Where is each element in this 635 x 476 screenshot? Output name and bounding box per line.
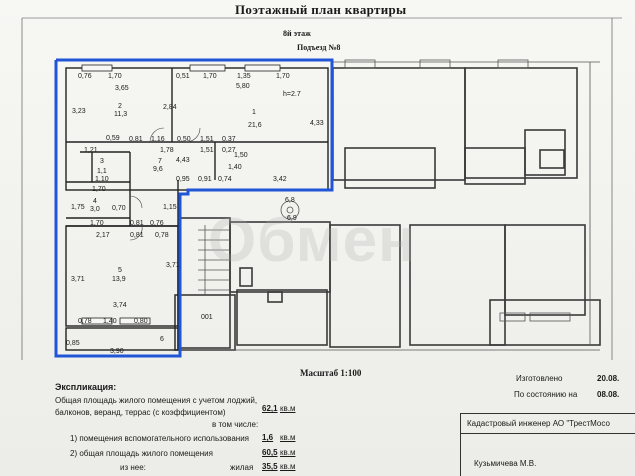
unit: кв.м bbox=[280, 433, 296, 442]
state-label: По состоянию на bbox=[514, 390, 578, 399]
unit: кв.м bbox=[280, 448, 296, 457]
living-area-value: 35,5 bbox=[262, 462, 278, 471]
dim: 0,76 bbox=[150, 220, 164, 227]
unit: кв.м bbox=[280, 404, 296, 413]
room-001-num: 001 bbox=[201, 314, 213, 321]
incl-label: в том числе: bbox=[212, 420, 259, 429]
floor-label: 8й этаж bbox=[283, 29, 311, 38]
expl-line1b: балконов, веранд, террас (с коэффициенто… bbox=[55, 408, 226, 417]
aux-area-value: 1,6 bbox=[262, 433, 274, 442]
dim: 1,10 bbox=[95, 176, 109, 183]
dim: 1,70 bbox=[276, 73, 290, 80]
total-area-value: 62,1 bbox=[262, 404, 278, 413]
room-7-num: 7 bbox=[158, 158, 162, 165]
room-2-area: 11,3 bbox=[114, 111, 128, 118]
dim: 0,81 bbox=[130, 232, 144, 239]
dim: 3,71 bbox=[166, 262, 180, 269]
dim: 1,70 bbox=[90, 220, 104, 227]
dim: 0,27 bbox=[222, 147, 236, 154]
dim: 0,78 bbox=[78, 318, 92, 325]
dim: 4,33 bbox=[310, 120, 324, 127]
scale-label: Масштаб 1:100 bbox=[300, 368, 362, 378]
dim: 1,21 bbox=[84, 147, 98, 154]
room-4-area: 3,0 bbox=[90, 206, 100, 213]
made-label: Изготовлено bbox=[516, 374, 563, 383]
dim: 0,70 bbox=[112, 205, 126, 212]
watermark: Обмен bbox=[208, 206, 417, 275]
dim: 0,85 bbox=[66, 340, 80, 347]
room-1-num: 1 bbox=[252, 109, 256, 116]
dim: 1,40 bbox=[228, 164, 242, 171]
expl-line2: 1) помещения вспомогательного использова… bbox=[70, 434, 249, 443]
dim: 2,17 bbox=[96, 232, 110, 239]
unit: кв.м bbox=[280, 462, 296, 471]
room-6-num: 6 bbox=[160, 336, 164, 343]
dim: 6,8 bbox=[285, 197, 295, 204]
dim: 0,91 bbox=[198, 176, 212, 183]
expl-line4b: жилая bbox=[230, 463, 254, 472]
dim: 1,51 bbox=[200, 147, 214, 154]
dim: 0,74 bbox=[218, 176, 232, 183]
page-title: Поэтажный план квартиры bbox=[235, 2, 407, 17]
engineer-name: Кузьмичева М.В. bbox=[474, 459, 537, 468]
dim: 4,43 bbox=[176, 157, 190, 164]
dim: 3,23 bbox=[72, 108, 86, 115]
dim: 3,71 bbox=[71, 276, 85, 283]
dim: 1,40 bbox=[103, 318, 117, 325]
dim: 0,37 bbox=[222, 136, 236, 143]
state-date: 08.08. bbox=[597, 390, 620, 399]
room-4-num: 4 bbox=[93, 198, 97, 205]
dim: 0,76 bbox=[78, 73, 92, 80]
engineer-text: Кадастровый инженер АО "ТрестМосо bbox=[467, 419, 610, 428]
entrance-label: Подъезд №8 bbox=[297, 43, 341, 52]
dim: 3,90 bbox=[110, 348, 124, 355]
dim: 1,78 bbox=[160, 147, 174, 154]
room-1-area: 21,6 bbox=[248, 122, 262, 129]
dim: 0,81 bbox=[130, 220, 144, 227]
dim: 1,70 bbox=[108, 73, 122, 80]
dim: 0,51 bbox=[176, 73, 190, 80]
dim: 1,15 bbox=[163, 204, 177, 211]
dim: 3,42 bbox=[273, 176, 287, 183]
expl-line1a: Общая площадь жилого помещения с учетом … bbox=[55, 396, 258, 405]
explication-heading: Экспликация: bbox=[55, 382, 117, 392]
room-5-num: 5 bbox=[118, 267, 122, 274]
room-3-area: 1,1 bbox=[97, 168, 107, 175]
stamp-divider bbox=[460, 433, 635, 434]
dim: 0,80 bbox=[134, 318, 148, 325]
stamp-box bbox=[460, 413, 635, 476]
room-7-area: 9,6 bbox=[153, 166, 163, 173]
dim: 6,9 bbox=[287, 215, 297, 222]
dim: 1,70 bbox=[203, 73, 217, 80]
made-date: 20.08. bbox=[597, 374, 620, 383]
dim: 5,80 bbox=[236, 83, 250, 90]
dim: 1,50 bbox=[234, 152, 248, 159]
dim: 2,84 bbox=[163, 104, 177, 111]
dim: 0,59 bbox=[106, 135, 120, 142]
dim: 3,65 bbox=[115, 85, 129, 92]
apartment-outline bbox=[54, 58, 334, 358]
height-label: h=2.7 bbox=[283, 91, 301, 98]
dim: 3,74 bbox=[113, 302, 127, 309]
dim: 0,81 bbox=[129, 136, 143, 143]
general-area-value: 60,5 bbox=[262, 448, 278, 457]
dim: 0,95 bbox=[176, 176, 190, 183]
expl-line3: 2) общая площадь жилого помещения bbox=[70, 449, 213, 458]
dim: 1,16 bbox=[151, 136, 165, 143]
dim: 1,70 bbox=[92, 186, 106, 193]
dim: 1,35 bbox=[237, 73, 251, 80]
dim: 1,75 bbox=[71, 204, 85, 211]
room-3-num: 3 bbox=[100, 158, 104, 165]
dim: 0,50 bbox=[177, 136, 191, 143]
dim: 0,78 bbox=[155, 232, 169, 239]
room-2-num: 2 bbox=[118, 103, 122, 110]
room-5-area: 13,9 bbox=[112, 276, 126, 283]
expl-line4a: из нее: bbox=[120, 463, 146, 472]
dim: 1,51 bbox=[200, 136, 214, 143]
